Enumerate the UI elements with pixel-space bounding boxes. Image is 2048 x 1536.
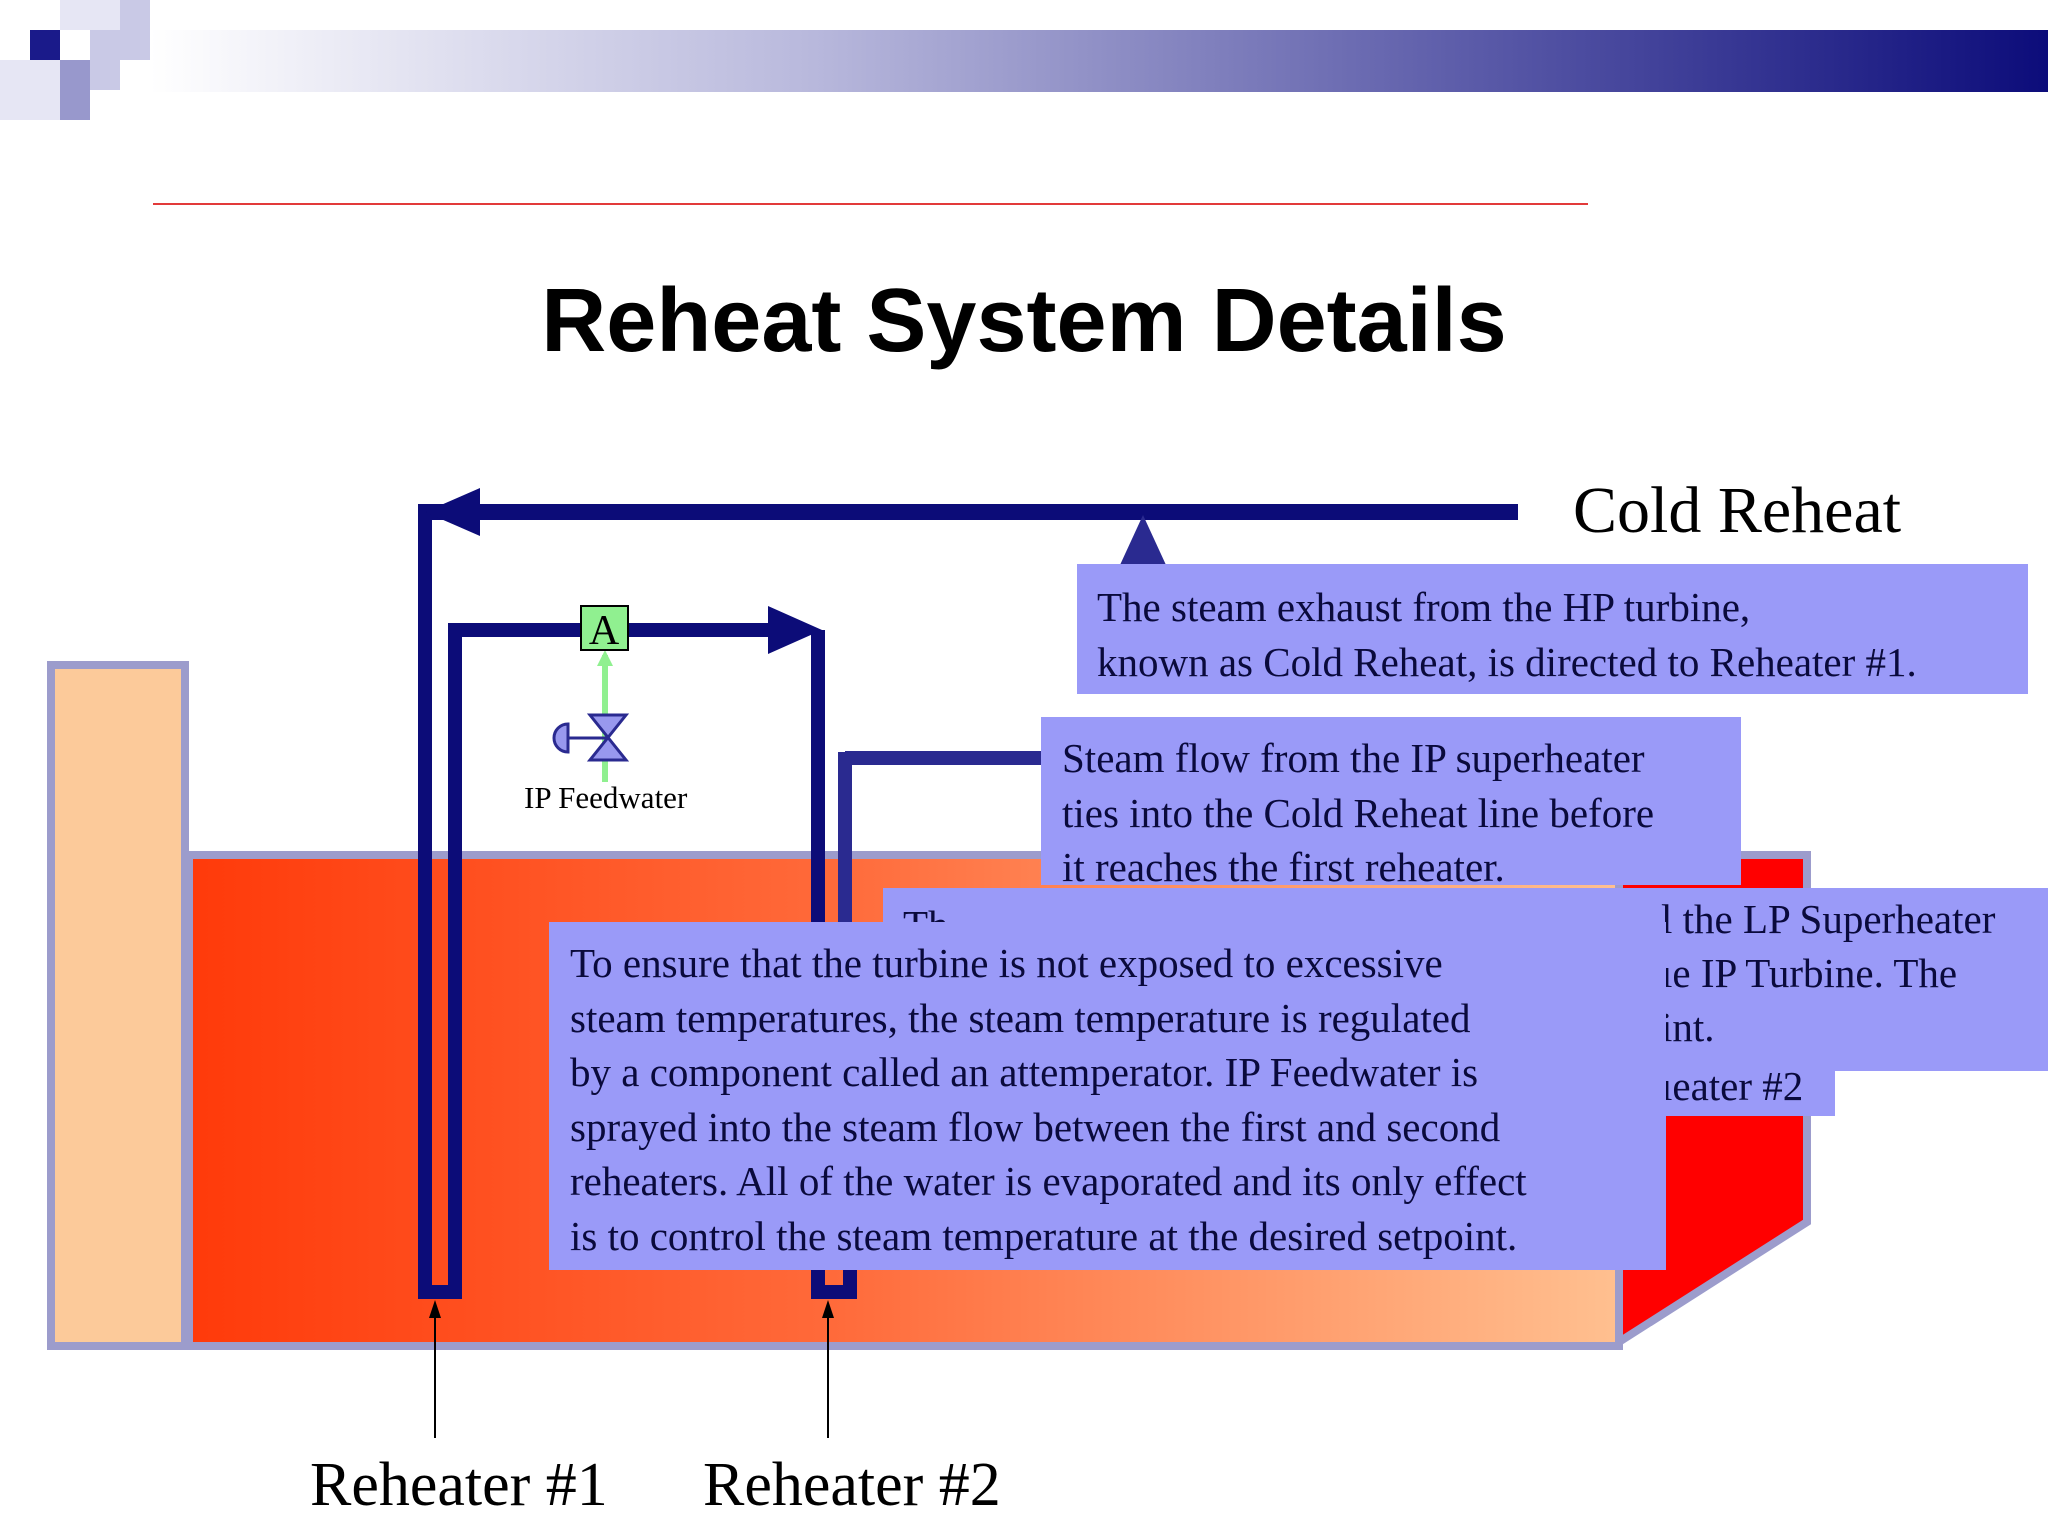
hidden-callout-fragment: int. bbox=[1661, 1004, 1715, 1050]
hidden-callout-fragment: ıe IP Turbine. The bbox=[1661, 950, 1958, 996]
header-square-mid bbox=[60, 60, 90, 90]
cold-reheat-label: Cold Reheat bbox=[1573, 474, 1902, 547]
header-gradient-bar bbox=[150, 30, 2048, 92]
header-square-mid bbox=[120, 0, 150, 30]
callout-line: by a component called an attemperator. I… bbox=[570, 1049, 1479, 1095]
callout-line: To ensure that the turbine is not expose… bbox=[570, 940, 1443, 986]
callout-line: reheaters. All of the water is evaporate… bbox=[570, 1158, 1527, 1204]
hidden-callout-fragment: ıeater #2 bbox=[1661, 1071, 1804, 1109]
ip-feedwater-label: IP Feedwater bbox=[524, 780, 688, 815]
valve-actuator-icon bbox=[552, 722, 570, 754]
callout-line: known as Cold Reheat, is directed to Reh… bbox=[1097, 638, 1917, 685]
title-divider bbox=[153, 203, 1588, 205]
header-square-light bbox=[0, 60, 60, 120]
attemperator-callout: To ensure that the turbine is not expose… bbox=[549, 922, 1666, 1270]
reheater-2-label: Reheater #2 bbox=[703, 1451, 1001, 1519]
header-square-light bbox=[60, 0, 120, 30]
hidden-callout-fragment: l the LP Superheater bbox=[1661, 896, 1996, 942]
callout-line: sprayed into the steam flow between the … bbox=[570, 1103, 1501, 1150]
feedwater-arrowhead bbox=[597, 650, 613, 666]
header-square-light bbox=[90, 60, 120, 90]
reheater-2-pointer-head bbox=[822, 1300, 834, 1318]
reheater-1-pointer-head bbox=[429, 1300, 441, 1318]
reheater-1-loop bbox=[418, 512, 780, 1299]
callout-line: Steam flow from the IP superheater bbox=[1062, 735, 1645, 781]
reheater-1-label: Reheater #1 bbox=[310, 1451, 608, 1519]
cold-reheat-arrowhead bbox=[425, 488, 480, 536]
crossover-arrowhead bbox=[768, 606, 822, 654]
hidden-callout-tab: ıeater #2 bbox=[1645, 1071, 1835, 1116]
ip-superheater-callout: Steam flow from the IP superheater ties … bbox=[1041, 717, 1741, 890]
header-square-dark bbox=[60, 90, 90, 120]
stack bbox=[47, 661, 189, 1350]
attemperator-box bbox=[580, 605, 629, 651]
callout-line: steam temperatures, the steam temperatur… bbox=[570, 994, 1471, 1041]
callout-pointer bbox=[1120, 515, 1166, 565]
callout-line: it reaches the first reheater. bbox=[1062, 844, 1505, 890]
callout-line: is to control the steam temperature at t… bbox=[570, 1212, 1518, 1259]
header-square-dark bbox=[30, 30, 60, 60]
callout-line: The steam exhaust from the HP turbine, bbox=[1097, 584, 1751, 630]
slide-title: Reheat System Details bbox=[541, 271, 1507, 371]
cold-reheat-callout: The steam exhaust from the HP turbine, k… bbox=[1077, 564, 2028, 694]
callout-line: ties into the Cold Reheat line before bbox=[1062, 789, 1655, 836]
header-square-mid bbox=[90, 30, 150, 60]
attemperator-tag: A bbox=[589, 608, 620, 654]
